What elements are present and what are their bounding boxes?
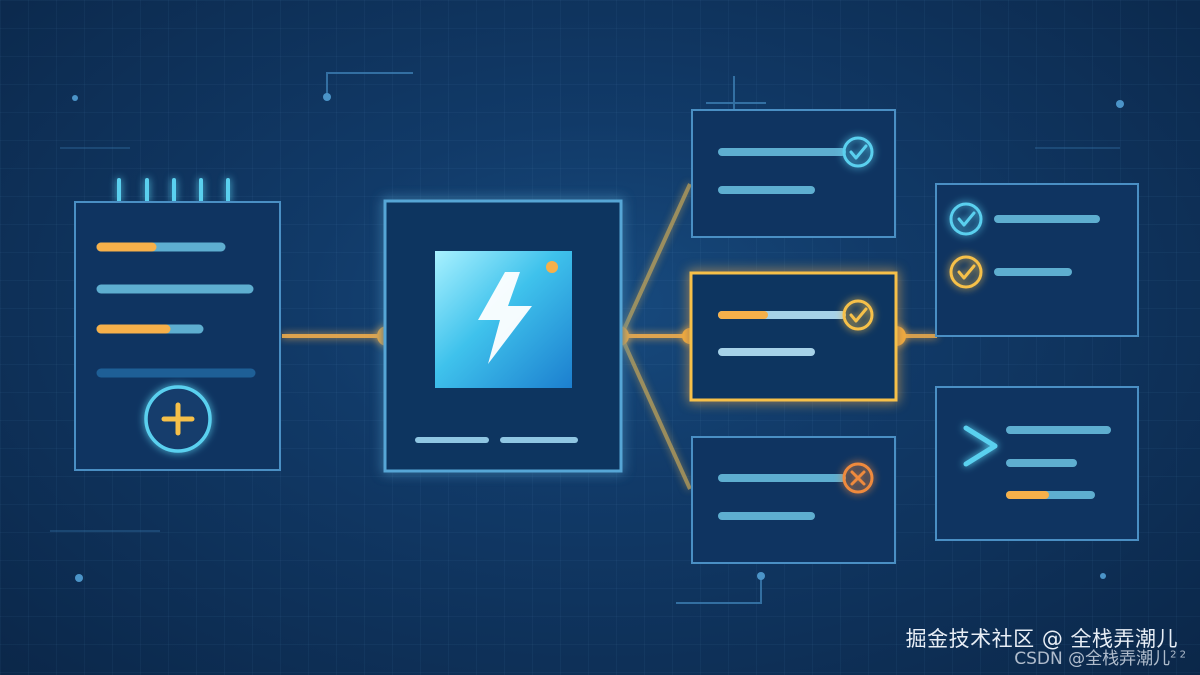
connector-hub-to-bottom [619,335,692,490]
notepad-card [74,178,281,471]
x-circle-icon [842,462,874,494]
result-card-bottom [691,436,896,564]
checklist-card [935,183,1139,337]
terminal-prompt-icon [963,425,998,467]
watermark-juejin: 掘金技术社区 @ 全栈弄潮儿 [905,627,1178,651]
watermark-csdn-text: CSDN @全栈弄潮儿 [1014,649,1171,669]
processor-card [383,199,623,473]
watermark-csdn-sup: 2 2 [1170,649,1186,661]
plus-circle-icon[interactable] [144,385,212,453]
decor-traces [50,72,1120,604]
lightning-bolt-icon [478,272,532,364]
watermark-csdn: CSDN @全栈弄潮儿2 2 [1014,644,1186,669]
result-card-middle [689,271,898,402]
terminal-card [935,386,1139,541]
decor-dots [72,93,1124,582]
check-circle-icon [842,299,874,331]
check-circle-icon [842,136,874,168]
check-circle-icon [949,255,983,289]
connector-hub-to-top [619,183,692,337]
notepad-binding-rings [117,178,230,203]
result-card-top [691,109,896,238]
check-circle-icon [949,202,983,236]
